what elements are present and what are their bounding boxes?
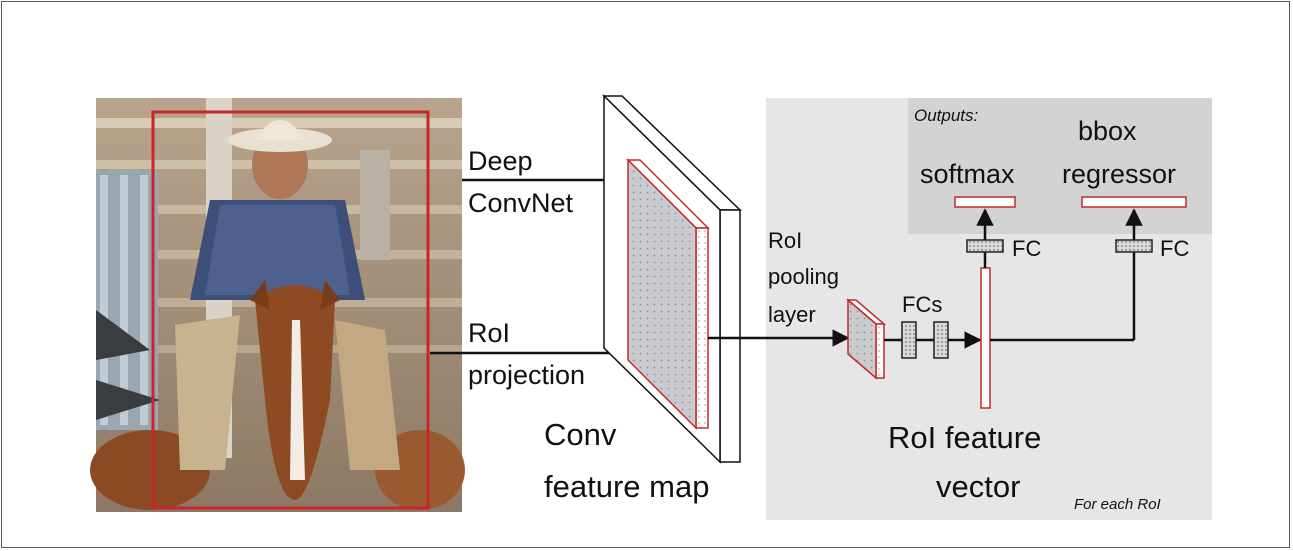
label-vector: vector bbox=[936, 469, 1020, 504]
label-roi: RoI bbox=[468, 318, 510, 348]
roi-bounding-box bbox=[151, 110, 430, 510]
label-fc-left: FC bbox=[1012, 236, 1041, 261]
label-feature-map: feature map bbox=[544, 469, 709, 504]
fc-softmax bbox=[966, 239, 1004, 253]
label-projection: projection bbox=[468, 360, 585, 390]
softmax-output bbox=[954, 196, 1016, 208]
label-fcs: FCs bbox=[902, 292, 942, 317]
label-roi-pool-2: pooling bbox=[768, 264, 839, 289]
label-deep: Deep bbox=[468, 146, 533, 176]
roi-feature-vector bbox=[980, 267, 991, 409]
label-fc-right: FC bbox=[1160, 236, 1189, 261]
label-conv: Conv bbox=[544, 417, 617, 452]
outputs-panel bbox=[908, 98, 1212, 234]
fc-bbox bbox=[1115, 239, 1153, 253]
conv-feature-map bbox=[602, 94, 742, 464]
label-roi-feature: RoI feature bbox=[888, 420, 1041, 455]
person-on-horse-photo bbox=[90, 98, 465, 512]
label-softmax: softmax bbox=[920, 159, 1015, 189]
label-outputs: Outputs: bbox=[914, 106, 979, 125]
fc-layer-2 bbox=[933, 321, 949, 359]
label-roi-pool-1: RoI bbox=[768, 228, 802, 253]
fc-layer-1 bbox=[901, 321, 917, 359]
label-convnet: ConvNet bbox=[468, 188, 574, 218]
label-bbox: bbox bbox=[1078, 116, 1137, 146]
label-for-each-roi: For each RoI bbox=[1074, 496, 1161, 513]
bbox-regressor-output bbox=[1081, 196, 1187, 208]
label-regressor: regressor bbox=[1062, 159, 1176, 189]
label-roi-pool-3: layer bbox=[768, 302, 816, 327]
roi-pooling-block bbox=[845, 298, 887, 380]
